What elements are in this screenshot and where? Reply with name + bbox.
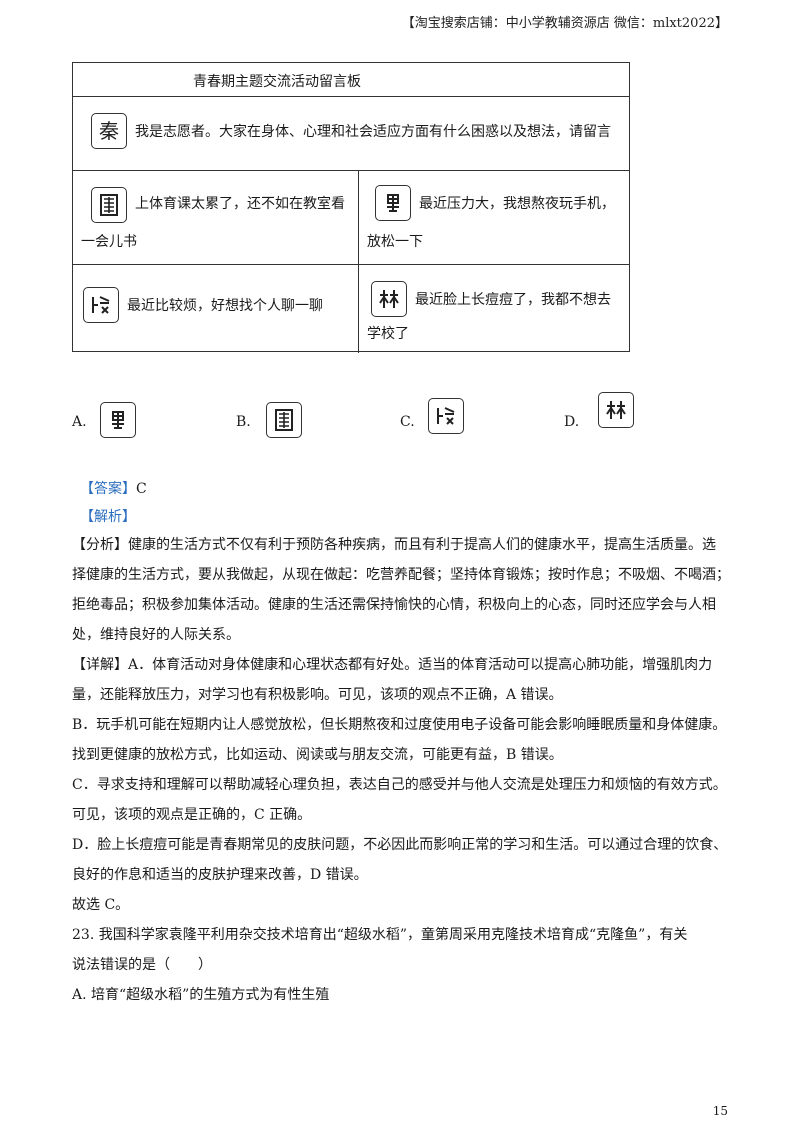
seal-lin-icon [371,281,407,317]
option-c-seal-icon[interactable] [428,398,464,434]
board-divider [358,171,359,353]
question-23-option-a: A. 培育“超级水稻”的生殖方式为有性生殖 [72,987,330,1003]
seal-lan-icon [91,187,127,223]
text-line: 【详解】A．体育活动对身体健康和心理状态都有好处。适当的体育活动可以提高心肺功能… [72,657,713,673]
text-line: 量，还能释放压力，对学习也有积极影响。可见，该项的观点不正确，A 错误。 [72,687,563,703]
answer-line: 【答案】C [80,478,147,498]
analysis-paragraph: 【分析】健康的生活方式不仅有利于预防各种疾病，而且有利于提高人们的健康水平，提高… [72,530,732,1010]
text-line: 找到更健康的放松方式，比如运动、阅读或与朋友交流，可能更有益，B 错误。 [72,747,563,763]
text-line: 可见，该项的观点是正确的，C 正确。 [72,807,312,823]
message-b-line1: 最近压力大，我想熬夜玩手机， [419,196,615,212]
svg-text:秦: 秦 [99,119,119,143]
board-row-3: 最近比较烦，好想找个人聊一聊 最近脸上长痘痘了，我都不想去 学校了 [73,265,629,353]
message-b-line2: 放松一下 [367,234,423,250]
option-b-label[interactable]: B. [236,414,251,430]
text-line: 拒绝毒品；积极参加集体活动。健康的生活还需保持愉快的心情，积极向上的心态，同时还… [72,597,716,613]
page-header: 【淘宝搜索店铺：中小学教辅资源店 微信：mlxt2022】 [401,16,728,31]
text-line: 良好的作息和适当的皮肤护理来改善，D 错误。 [72,867,368,883]
message-a-line1: 上体育课太累了，还不如在教室看 [135,196,345,212]
text-line: C．寻求支持和理解可以帮助减轻心理负担，表达自己的感受并与他人交流是处理压力和烦… [72,777,727,793]
answer-value: C [136,481,147,497]
seal-long-icon [83,287,119,323]
option-a-label[interactable]: A. [72,414,87,430]
option-d-seal-icon[interactable] [598,392,634,428]
question-23-line1: 23. 我国科学家袁隆平利用杂交技术培育出“超级水稻”，童第周采用克隆技术培育成… [72,927,688,943]
options-row: A. B. C. D. [72,390,672,450]
text-line: D．脸上长痘痘可能是青春期常见的皮肤问题，不必因此而影响正常的学习和生活。可以通… [72,837,728,853]
board-row-2: 上体育课太累了，还不如在教室看 一会儿书 最近压力大，我想熬夜玩手机， 放松一下 [73,171,629,265]
text-line: 【分析】健康的生活方式不仅有利于预防各种疾病，而且有利于提高人们的健康水平，提高… [72,537,716,553]
text-line: 故选 C。 [72,897,130,913]
option-d-label[interactable]: D. [564,414,580,430]
question-23-line2: 说法错误的是（ ） [72,957,212,973]
message-d-line2: 学校了 [367,326,409,342]
volunteer-message: 我是志愿者。大家在身体、心理和社会适应方面有什么困惑以及想法，请留言 [135,124,611,140]
seal-jun-icon [375,185,411,221]
message-c: 最近比较烦，好想找个人聊一聊 [127,298,323,314]
seal-qin-icon: 秦 [91,113,127,149]
message-a-line2: 一会儿书 [81,234,137,250]
text-line: 处，维持良好的人际关系。 [72,627,240,643]
text-line: B．玩手机可能在短期内让人感觉放松，但长期熬夜和过度使用电子设备可能会影响睡眠质… [72,717,727,733]
board-title: 青春期主题交流活动留言板 [193,74,361,90]
answer-tag: 【答案】 [80,481,136,497]
option-b-seal-icon[interactable] [266,402,302,438]
option-a-seal-icon[interactable] [100,402,136,438]
text-line: 择健康的生活方式，要从我做起，从现在做起：吃营养配餐；坚持体育锻炼；按时作息；不… [72,567,730,583]
message-d-line1: 最近脸上长痘痘了，我都不想去 [415,292,611,308]
message-board-table: 青春期主题交流活动留言板 秦 我是志愿者。大家在身体、心理和社会适应方面有什么困… [72,62,630,353]
option-c-label[interactable]: C. [400,414,415,430]
board-volunteer-row: 秦 我是志愿者。大家在身体、心理和社会适应方面有什么困惑以及想法，请留言 [73,97,629,171]
analysis-tag: 【解析】 [80,509,136,525]
board-title-row: 青春期主题交流活动留言板 [73,63,629,97]
page-number: 15 [712,1104,728,1118]
